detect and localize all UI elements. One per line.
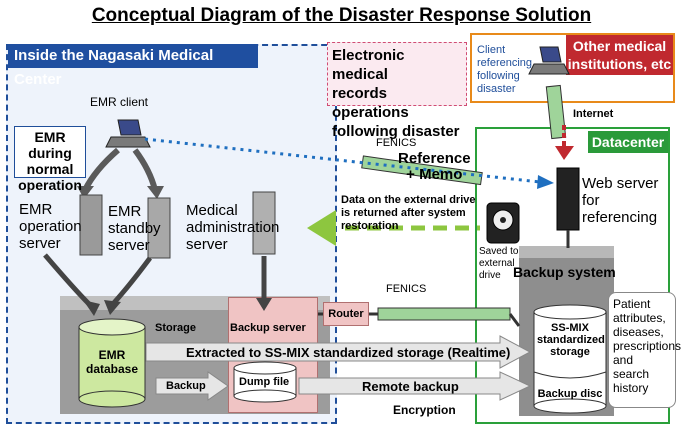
- storage-label: Storage: [155, 322, 196, 334]
- emr-standby-server-icon: [147, 197, 171, 259]
- web-server-icon: [556, 167, 580, 231]
- restore-note: Data on the external drive is returned a…: [341, 194, 476, 232]
- client-referencing-label: Client referencing following disaster: [477, 44, 533, 95]
- servers-to-storage-arrows: [43, 253, 267, 307]
- backup-label: Backup: [166, 380, 206, 392]
- fenics-bottom-label: FENICS: [386, 283, 427, 295]
- emr-database-label: EMR database: [85, 348, 139, 376]
- arrow-head-down-3: [256, 298, 272, 311]
- emr-standby-server-label: EMR standby server: [108, 203, 161, 254]
- emr-ops-following-disaster: Electronic medical records operations fo…: [327, 42, 467, 140]
- diagram-title: Conceptual Diagram of the Disaster Respo…: [91, 5, 592, 26]
- backup-disc-label: Backup disc: [537, 388, 603, 400]
- internet-tube: [545, 84, 567, 140]
- emr-normal-operation: EMR during normal operation: [14, 126, 86, 193]
- extracted-label: Extracted to SS-MIX standardized storage…: [186, 345, 511, 360]
- internet-red-arrowhead: [555, 146, 574, 160]
- extracted-arrow: [145, 335, 532, 369]
- datacenter-region: [475, 127, 670, 424]
- ssmix-label: SS-MIX standardized storage: [537, 322, 605, 358]
- emr-client-label: EMR client: [90, 95, 149, 109]
- other-institutions-header: Other medical institutions, etc: [566, 35, 673, 75]
- encryption-label: Encryption: [393, 403, 456, 417]
- external-drive-icon: [486, 202, 520, 244]
- web-server-label: Web server for referencing: [582, 175, 659, 226]
- nagasaki-header: Inside the Nagasaki Medical Center: [8, 44, 258, 88]
- arrow-head-right: [147, 186, 164, 199]
- ssmix-contents-callout: Patient attributes, diseases, prescripti…: [608, 292, 681, 408]
- ssmix-storage-icon: [533, 304, 607, 414]
- arrow-head-left: [77, 186, 94, 199]
- fenics-bottom-tube: [377, 307, 511, 321]
- medical-admin-server-icon: [252, 191, 276, 255]
- emr-client-laptop-icon: [105, 119, 151, 148]
- arrow-head-down-2: [104, 300, 121, 315]
- internet-label: Internet: [573, 108, 614, 120]
- remote-backup-arrow: [298, 371, 532, 401]
- reference-memo-label: Reference + Memo: [398, 150, 471, 183]
- emr-operation-server-label: EMR operation server: [19, 201, 82, 252]
- reference-dotted-arrowhead: [537, 175, 554, 189]
- fenics-to-backup-line: [508, 313, 521, 327]
- backup-arrow: [155, 371, 229, 401]
- backup-system-top: [519, 246, 614, 258]
- client-to-servers-arrows: [82, 147, 158, 192]
- dump-file-label: Dump file: [239, 376, 290, 388]
- emr-operation-server-icon: [79, 194, 103, 256]
- remote-backup-label: Remote backup: [362, 379, 459, 394]
- medical-admin-server-label: Medical administration server: [186, 202, 280, 253]
- backup-server-label: Backup server: [230, 322, 306, 334]
- other-client-laptop-icon: [528, 46, 570, 75]
- emr-database-icon: [78, 318, 146, 408]
- arrow-head-down-1: [83, 300, 100, 316]
- restore-green-arrowhead: [307, 210, 336, 246]
- saved-external-label: Saved to external drive: [479, 246, 519, 281]
- fenics-top-label: FENICS: [376, 137, 417, 149]
- dump-file-icon: [233, 361, 297, 403]
- router-label: Router: [323, 302, 369, 326]
- datacenter-header: Datacenter: [588, 131, 668, 153]
- reference-dotted-line: [144, 137, 541, 184]
- backup-system-label: Backup system: [513, 264, 616, 280]
